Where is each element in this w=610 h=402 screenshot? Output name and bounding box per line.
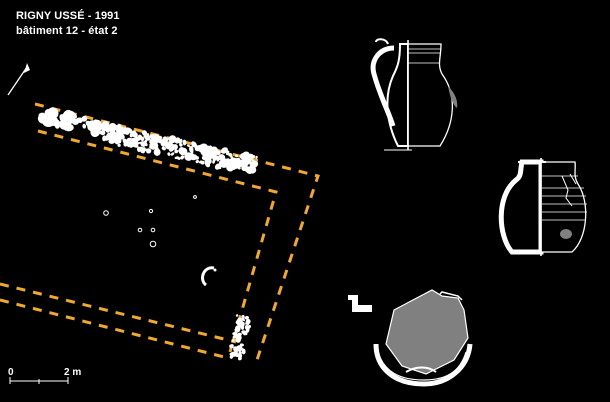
scale-end-label: 2 m xyxy=(64,367,82,378)
building-phase: bâtiment 12 - état 2 xyxy=(16,25,118,37)
north-arrow-icon xyxy=(7,63,30,96)
outer-wall-line xyxy=(34,102,320,367)
rim-fragment xyxy=(348,295,372,312)
east-wall-stones xyxy=(229,314,252,361)
scale-start-label: 0 xyxy=(8,367,14,378)
jug-profile xyxy=(370,38,458,151)
north-wall-stones xyxy=(37,107,259,175)
building-walls xyxy=(0,102,320,367)
inner-wall-line xyxy=(37,129,278,353)
pot-profile xyxy=(498,158,587,256)
scale-bar xyxy=(9,377,69,384)
bowl-sherd xyxy=(373,289,473,387)
plan-title: RIGNY USSÉ - 1991 bâtiment 12 - état 2 xyxy=(16,9,120,39)
hearth-arc xyxy=(201,266,215,287)
lower-wall-line xyxy=(0,282,237,344)
lower-wall-line-2 xyxy=(0,298,229,360)
site-name: RIGNY USSÉ - 1991 xyxy=(16,10,120,22)
post-holes xyxy=(103,195,197,248)
